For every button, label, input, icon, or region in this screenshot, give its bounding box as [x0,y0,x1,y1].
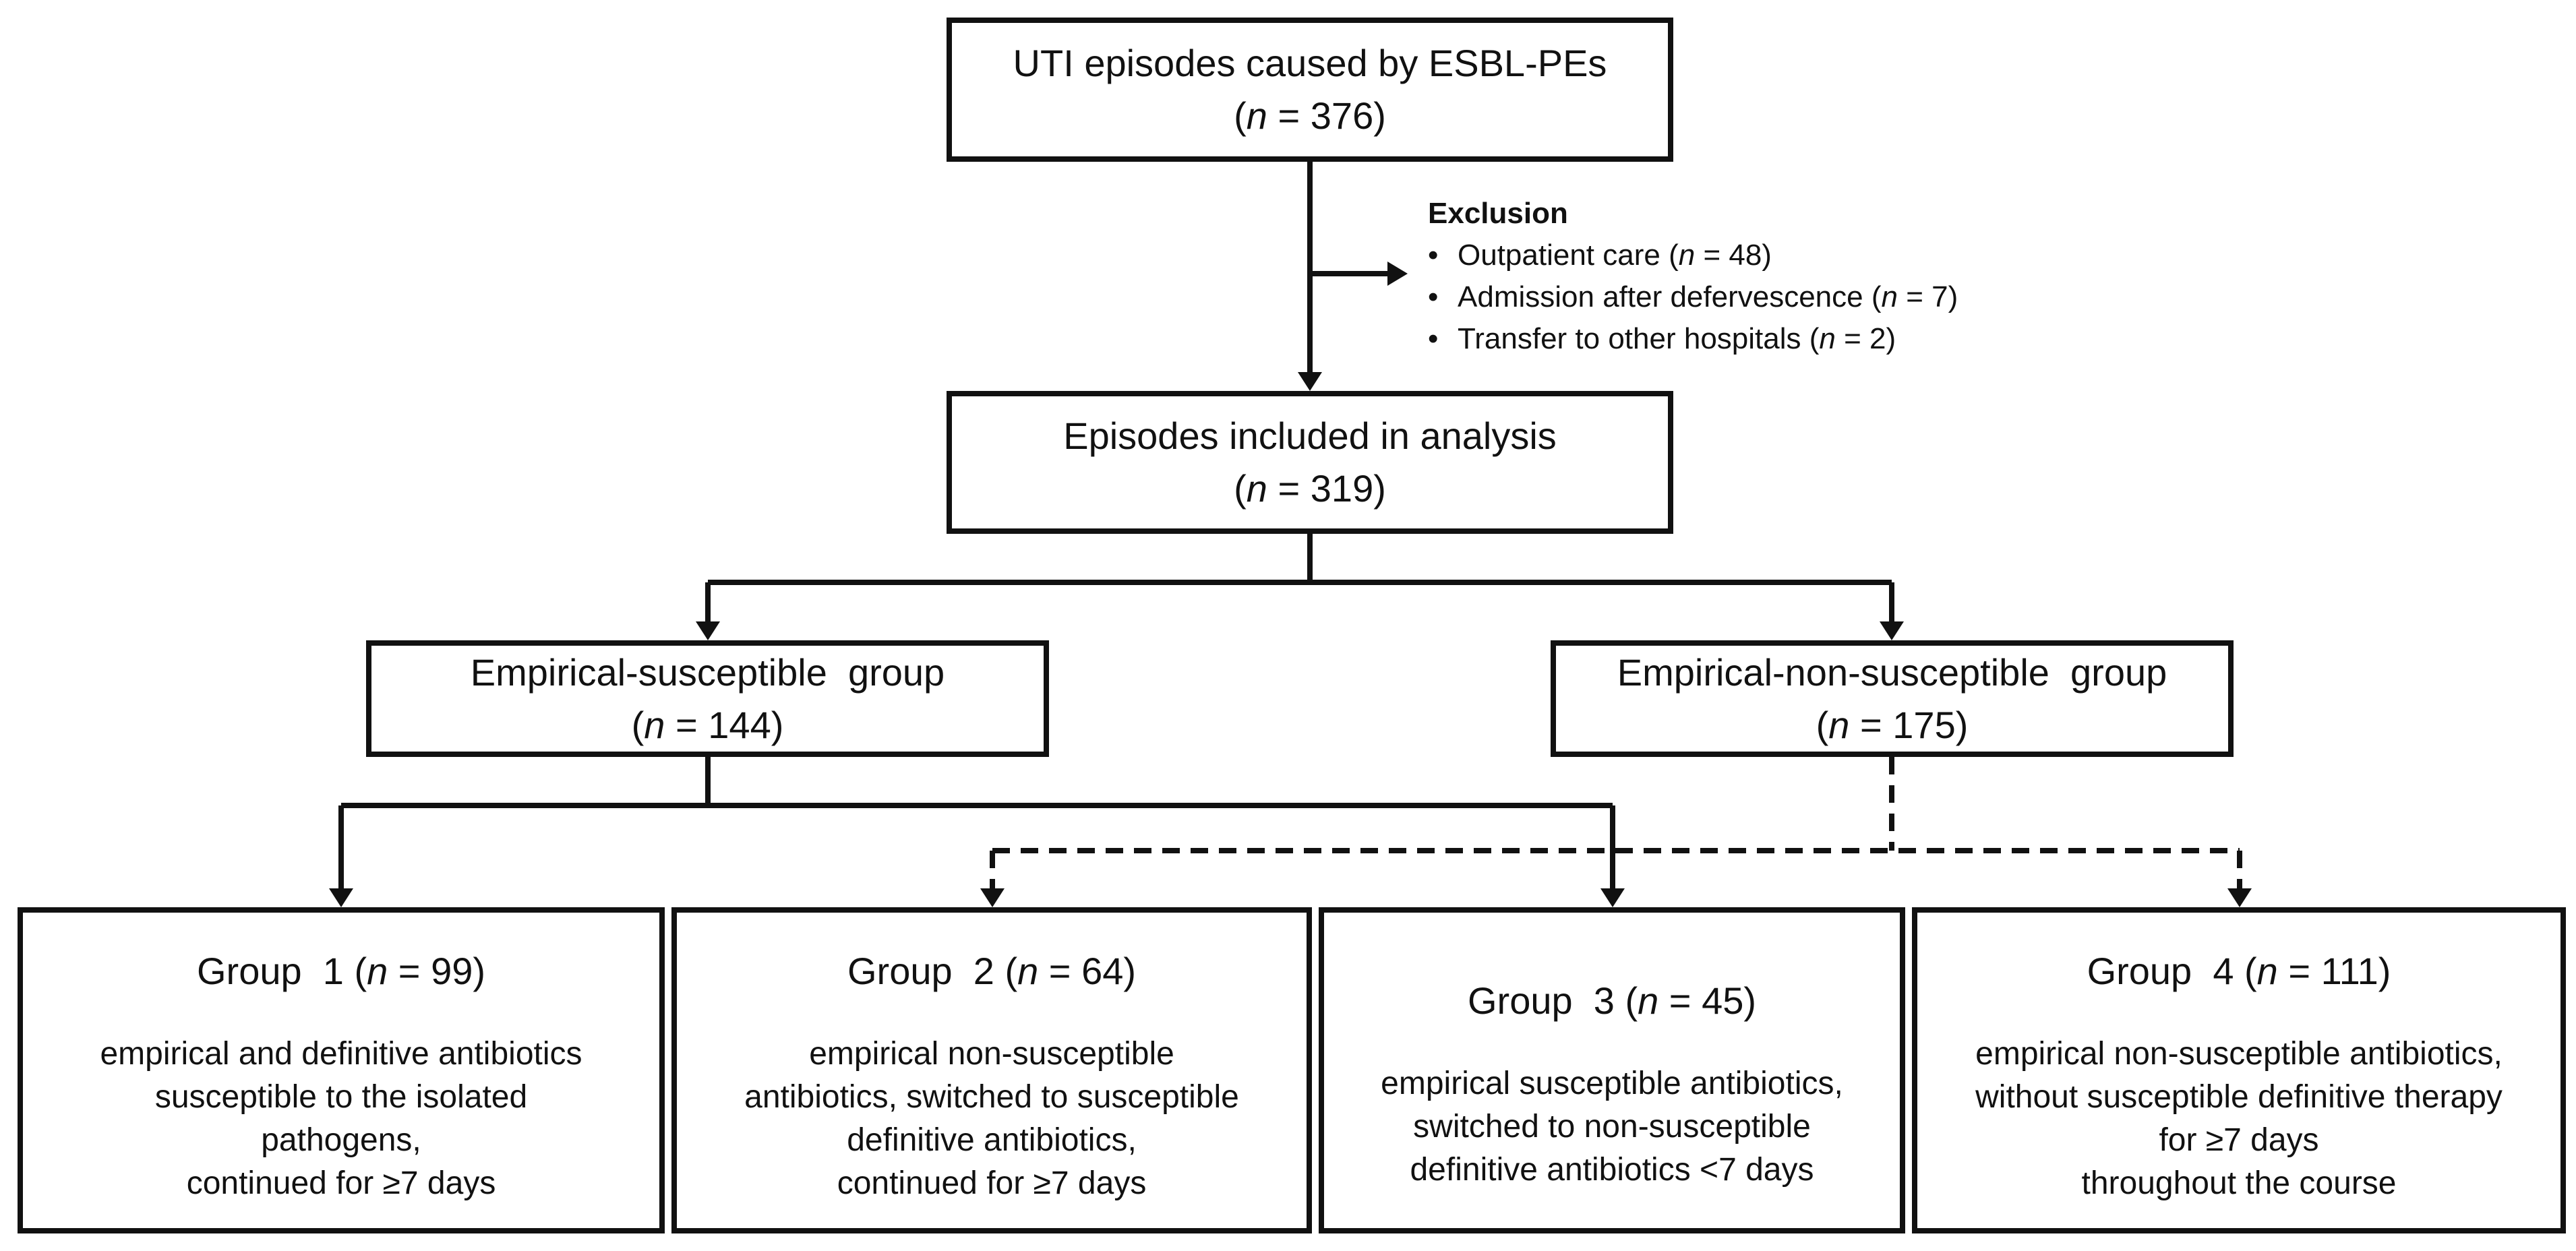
group-3-title: Group 3 (n = 45) [1467,979,1757,1022]
box-group-2: Group 2 (n = 64) empirical non-susceptib… [671,907,1312,1233]
group-2-line: continued for ≥7 days [837,1165,1147,1201]
exclusion-list: Exclusion •Outpatient care (n = 48) •Adm… [1428,193,1958,360]
exclusion-item: •Admission after defervescence (n = 7) [1428,280,1958,313]
group-2-line: definitive antibiotics, [847,1122,1137,1158]
box-susceptible-count: (n = 144) [631,703,784,746]
group-4-line: throughout the course [2081,1165,2397,1201]
group-2-line: antibiotics, switched to susceptible [744,1079,1239,1115]
box-included-episodes: Episodes included in analysis (n = 319) [947,391,1673,534]
exclusion-heading: Exclusion [1428,197,1568,230]
arrowhead-group-3 [1600,888,1625,907]
arrowhead-susceptible [696,621,720,640]
group-4-line: for ≥7 days [2159,1122,2319,1158]
group-1-line: continued for ≥7 days [186,1165,496,1201]
box-uti-episodes-count: (n = 376) [1234,94,1386,137]
box-included-count: (n = 319) [1234,467,1386,510]
group-1-line: susceptible to the isolated [154,1079,528,1115]
arrowhead-group-2 [980,888,1005,907]
box-empirical-nonsusceptible: Empirical-non-susceptible group (n = 175… [1551,640,2234,757]
box-uti-episodes: UTI episodes caused by ESBL-PEs (n = 376… [947,18,1673,162]
arrowhead-group-4 [2227,888,2252,907]
arrowhead-nonsusceptible [1880,621,1904,640]
group-3-line: empirical susceptible antibiotics, [1381,1066,1843,1101]
group-3-line: definitive antibiotics <7 days [1410,1152,1814,1188]
group-4-title: Group 4 (n = 111) [2087,950,2391,992]
arrowhead-group-1 [329,888,353,907]
box-susceptible-title: Empirical-susceptible group [470,650,945,694]
arrowhead-included [1298,372,1322,391]
group-3-line: switched to non-susceptible [1413,1109,1811,1145]
group-4-line: empirical non-susceptible antibiotics, [1975,1036,2503,1072]
group-1-line: pathogens, [261,1122,421,1158]
group-1-title: Group 1 (n = 99) [196,950,486,992]
exclusion-item: •Transfer to other hospitals (n = 2) [1428,322,1896,355]
box-group-3: Group 3 (n = 45) empirical susceptible a… [1319,907,1905,1233]
box-nonsusceptible-title: Empirical-non-susceptible group [1617,650,2167,694]
arrowhead-exclusion [1387,262,1408,286]
box-uti-episodes-title: UTI episodes caused by ESBL-PEs [1013,42,1607,84]
box-included-title: Episodes included in analysis [1063,415,1557,457]
exclusion-item: •Outpatient care (n = 48) [1428,239,1772,272]
group-2-line: empirical non-susceptible [809,1036,1174,1072]
group-1-line: empirical and definitive antibiotics [100,1036,582,1072]
box-nonsusceptible-count: (n = 175) [1816,703,1969,746]
group-4-line: without susceptible definitive therapy [1975,1079,2503,1115]
box-group-4: Group 4 (n = 111) empirical non-suscepti… [1912,907,2566,1233]
box-group-1: Group 1 (n = 99) empirical and definitiv… [18,907,665,1233]
box-empirical-susceptible: Empirical-susceptible group (n = 144) [366,640,1049,757]
group-2-title: Group 2 (n = 64) [847,950,1137,992]
